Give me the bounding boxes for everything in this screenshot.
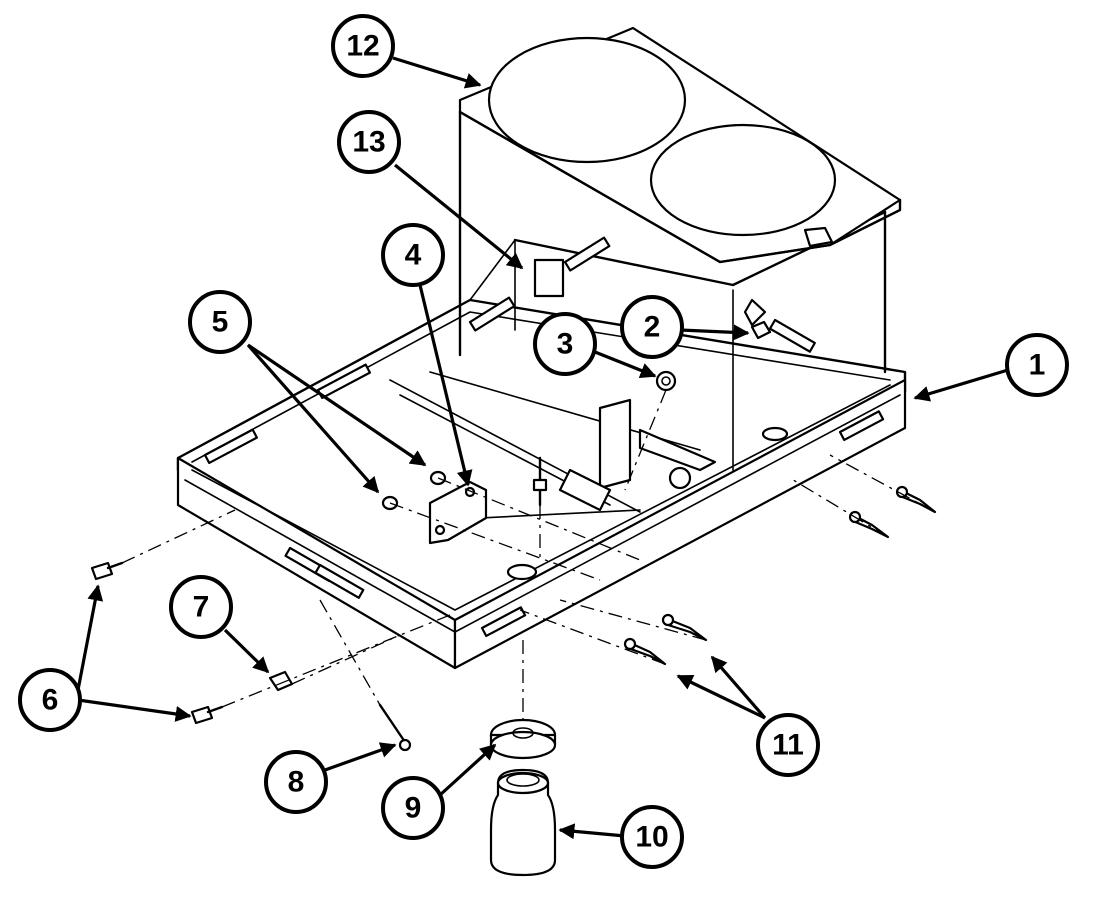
callout-label: 12 <box>346 30 379 63</box>
callout-label: 1 <box>1029 349 1046 382</box>
nut-7 <box>268 670 294 692</box>
callout-label: 8 <box>288 766 305 799</box>
callout-label: 3 <box>557 328 574 361</box>
callout-2: 2 <box>620 295 684 359</box>
leader-arrows <box>76 56 1009 840</box>
grommet <box>655 370 677 392</box>
screw-6-lower <box>190 705 224 725</box>
clip <box>750 320 772 340</box>
callout-label: 10 <box>635 821 668 854</box>
pin-group-11 <box>623 485 937 666</box>
callout-label: 4 <box>405 239 422 272</box>
callout-8: 8 <box>264 750 328 814</box>
callout-4: 4 <box>381 223 445 287</box>
callout-13: 13 <box>337 110 401 174</box>
callout-3: 3 <box>533 312 597 376</box>
bracket-part-4 <box>428 480 488 545</box>
base-pan <box>176 298 907 670</box>
callout-label: 13 <box>352 126 385 159</box>
assembly-lines <box>121 389 936 720</box>
cap-9 <box>489 718 557 760</box>
screw-6-upper <box>90 561 124 581</box>
callout-6: 6 <box>18 668 82 732</box>
callout-label: 5 <box>212 306 229 339</box>
long-screw-8 <box>378 703 407 744</box>
jar-10 <box>489 768 557 877</box>
callout-7: 7 <box>169 575 233 639</box>
callout-label: 6 <box>42 684 59 717</box>
callout-label: 7 <box>193 591 210 624</box>
top-panel <box>458 26 902 264</box>
callout-9: 9 <box>381 776 445 840</box>
callout-label: 11 <box>772 729 804 762</box>
callout-label: 2 <box>644 311 661 344</box>
callout-label: 9 <box>405 792 422 825</box>
callout-5: 5 <box>188 290 252 354</box>
burner-opening-2 <box>649 123 837 237</box>
callout-11: 11 <box>756 713 820 777</box>
burner-opening-1 <box>487 36 687 164</box>
callout-12: 12 <box>331 14 395 78</box>
callout-1: 1 <box>1005 333 1069 397</box>
callout-10: 10 <box>620 805 684 869</box>
